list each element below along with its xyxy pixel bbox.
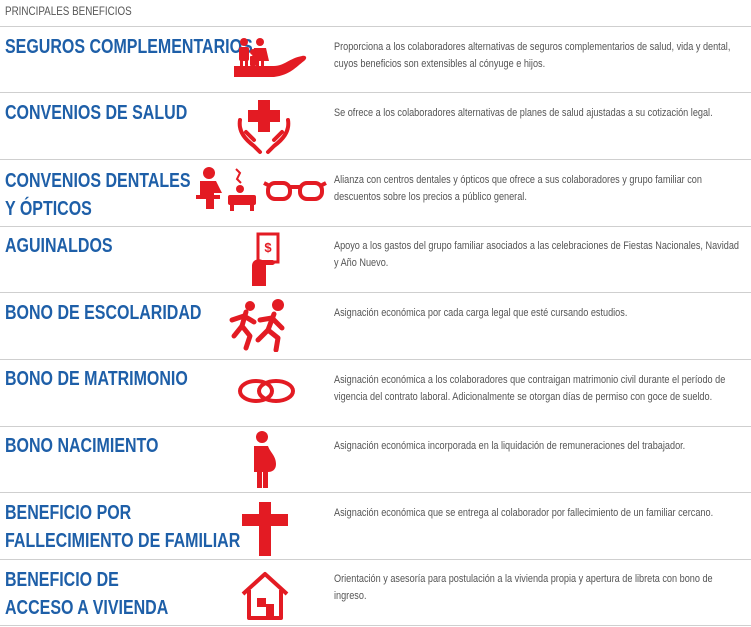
- benefit-title-line: CONVENIOS DENTALES: [5, 170, 191, 192]
- divider: [0, 359, 751, 360]
- benefit-description-line: Asignación económica incorporada en la l…: [334, 440, 686, 452]
- benefit-description: Alianza con centros dentales y ópticos q…: [334, 172, 749, 206]
- benefit-title-line: AGUINALDOS: [5, 235, 113, 257]
- benefit-description-line: Se ofrece a los colaboradores alternativ…: [334, 107, 713, 119]
- benefit-title-line: ACCESO A VIVIENDA: [5, 597, 169, 619]
- benefit-title-line: BENEFICIO DE: [5, 569, 119, 591]
- benefit-description: Asignación económica por cada carga lega…: [334, 305, 749, 322]
- svg-text:$: $: [264, 240, 272, 255]
- benefit-title-line: CONVENIOS DE SALUD: [5, 102, 188, 124]
- benefit-description: Asignación económica que se entrega al c…: [334, 505, 749, 522]
- divider: [0, 492, 751, 493]
- benefit-description: Se ofrece a los colaboradores alternativ…: [334, 105, 749, 122]
- divider: [0, 159, 751, 160]
- section-header: PRINCIPALES BENEFICIOS: [5, 4, 132, 18]
- benefit-description-line: Asignación económica a los colaboradores…: [334, 374, 726, 386]
- benefit-title: BONO DE ESCOLARIDAD: [5, 299, 201, 327]
- benefit-title-line: Y ÓPTICOS: [5, 198, 92, 220]
- divider: [0, 625, 751, 626]
- benefit-description: Orientación y asesoría para postulación …: [334, 571, 749, 605]
- benefit-title: BENEFICIO DE ACCESO A VIVIENDA: [5, 566, 168, 622]
- benefit-description-line: Asignación económica por cada carga lega…: [334, 307, 628, 319]
- cross-icon: [242, 502, 288, 556]
- divider: [0, 292, 751, 293]
- divider: [0, 92, 751, 93]
- benefit-title-line: BENEFICIO POR: [5, 502, 132, 524]
- benefit-description-line: Asignación económica que se entrega al c…: [334, 507, 714, 519]
- benefit-description-line: Alianza con centros dentales y ópticos q…: [334, 174, 702, 186]
- benefit-description-line: Orientación y asesoría para postulación …: [334, 573, 713, 585]
- benefit-description-line: y Año Nuevo.: [334, 257, 389, 269]
- benefit-title-line: SEGUROS COMPLEMENTARIOS: [5, 36, 253, 58]
- benefit-title-line: FALLECIMIENTO DE FAMILIAR: [5, 530, 241, 552]
- benefit-description: Proporciona a los colaboradores alternat…: [334, 39, 749, 73]
- benefit-title: CONVENIOS DE SALUD: [5, 99, 187, 127]
- benefit-title-line: BONO DE MATRIMONIO: [5, 368, 188, 390]
- dentist-glasses-icon: [194, 165, 330, 215]
- divider: [0, 226, 751, 227]
- benefit-title: SEGUROS COMPLEMENTARIOS: [5, 33, 253, 61]
- benefit-title: BONO DE MATRIMONIO: [5, 365, 188, 393]
- benefit-title: BENEFICIO POR FALLECIMIENTO DE FAMILIAR: [5, 499, 240, 555]
- pregnant-woman-icon: [250, 430, 278, 490]
- children-running-icon: [228, 298, 298, 352]
- benefit-title-line: BONO NACIMIENTO: [5, 435, 159, 457]
- benefit-description-line: vigencia del contrato laboral. Adicional…: [334, 391, 713, 403]
- benefit-title-line: BONO DE ESCOLARIDAD: [5, 302, 202, 324]
- wedding-rings-icon: [236, 376, 298, 406]
- benefit-description-line: ingreso.: [334, 590, 367, 602]
- benefit-description-line: Apoyo a los gastos del grupo familiar as…: [334, 240, 739, 252]
- benefit-description-line: Proporciona a los colaboradores alternat…: [334, 41, 731, 53]
- divider: [0, 559, 751, 560]
- benefit-description-line: cuyos beneficios son extensibles al cóny…: [334, 58, 546, 70]
- family-hand-icon: [232, 36, 310, 82]
- benefit-description: Asignación económica incorporada en la l…: [334, 438, 749, 455]
- benefit-title: CONVENIOS DENTALES Y ÓPTICOS: [5, 167, 191, 223]
- medical-cross-hands-icon: [236, 96, 292, 156]
- money-hand-icon: $: [250, 232, 280, 288]
- house-icon: [240, 570, 290, 622]
- benefit-title: AGUINALDOS: [5, 232, 113, 260]
- benefit-description: Asignación económica a los colaboradores…: [334, 372, 749, 406]
- divider: [0, 26, 751, 27]
- benefit-title: BONO NACIMIENTO: [5, 432, 158, 460]
- divider: [0, 426, 751, 427]
- benefit-description-line: descuentos sobre los precios a público g…: [334, 191, 527, 203]
- benefit-description: Apoyo a los gastos del grupo familiar as…: [334, 238, 749, 272]
